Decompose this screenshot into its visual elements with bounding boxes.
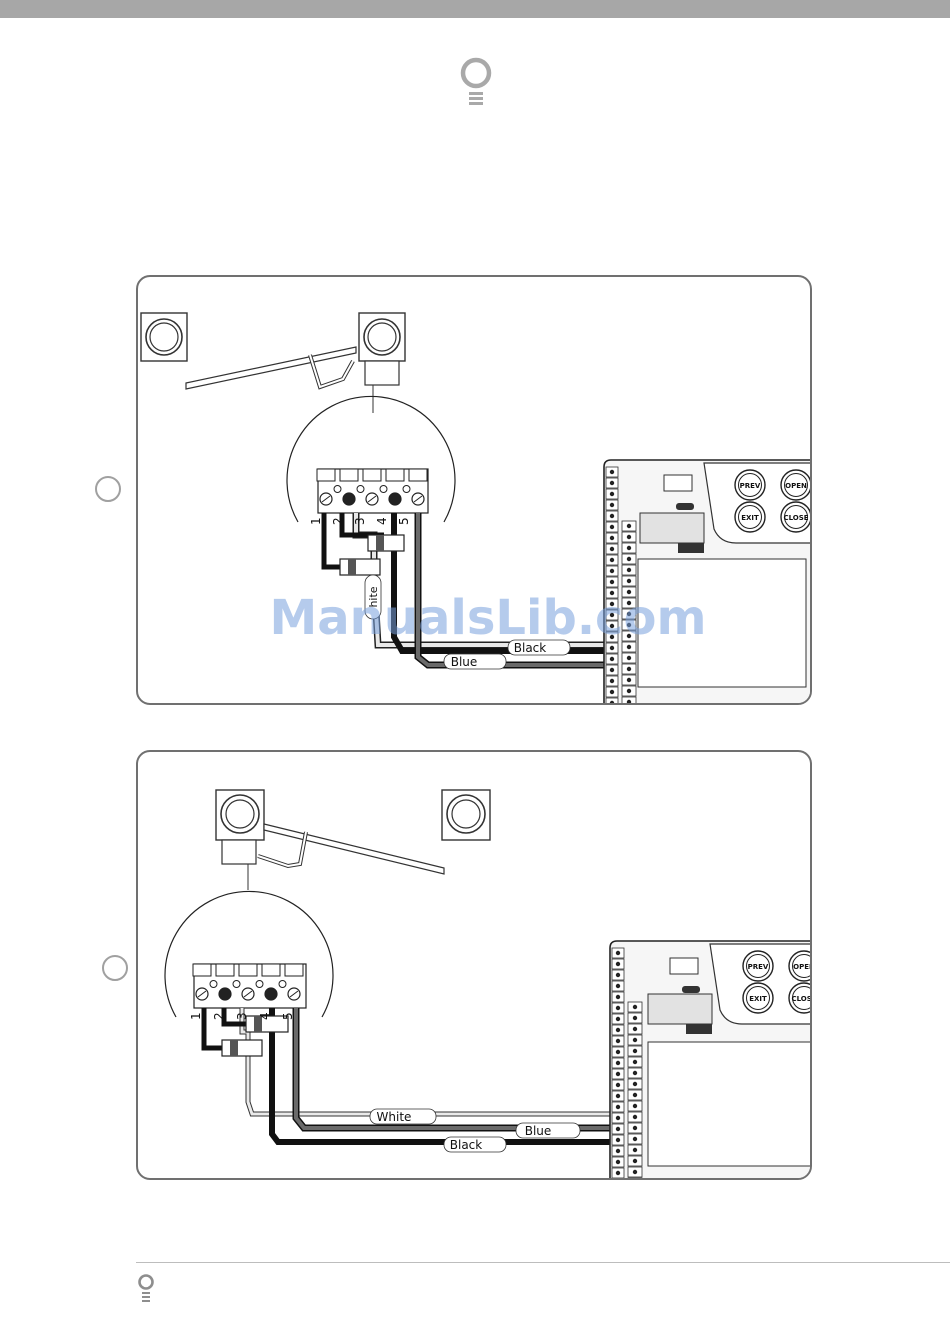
terminal-number: 1 xyxy=(309,517,323,525)
terminal-number: 3 xyxy=(235,1012,249,1020)
keypad-key-exit[interactable]: EXIT xyxy=(735,502,765,532)
keypad-key-open[interactable]: OPEN xyxy=(781,470,811,500)
terminal-number: 3 xyxy=(353,517,367,525)
svg-text:CLOSE: CLOSE xyxy=(783,514,808,522)
control-board-1: PREV OPEN EXIT CLOSE xyxy=(604,460,812,705)
keypad-key-open[interactable]: OPEN xyxy=(789,951,812,981)
wiring-diagram-2-drawing: 1 2 3 4 5 White Blue Black PREV OPEN EXIT CLOSE xyxy=(138,752,812,1180)
svg-text:Black: Black xyxy=(450,1138,483,1152)
svg-text:Blue: Blue xyxy=(525,1124,552,1138)
wire-label-black: Black xyxy=(508,640,570,655)
keypad-key-close[interactable]: CLOSE xyxy=(789,983,812,1013)
lightbulb-icon xyxy=(458,56,494,108)
svg-text:EXIT: EXIT xyxy=(749,995,767,1003)
svg-text:PREV: PREV xyxy=(748,963,769,971)
footer-line xyxy=(136,1262,950,1263)
svg-text:CLOSE: CLOSE xyxy=(791,995,812,1003)
wire-black xyxy=(272,1008,618,1142)
top-bar xyxy=(0,0,950,18)
terminal-number: 1 xyxy=(189,1012,203,1020)
svg-text:White: White xyxy=(377,1110,412,1124)
diagram-1-marker xyxy=(95,476,121,502)
wire-black xyxy=(394,513,616,651)
svg-text:Black: Black xyxy=(514,641,547,655)
svg-text:hite: hite xyxy=(367,586,380,607)
photocell-left-icon xyxy=(141,313,187,361)
svg-text:Blue: Blue xyxy=(451,655,478,669)
photocell-right-icon xyxy=(359,313,405,413)
terminal-number: 2 xyxy=(212,1012,226,1020)
wire-label-white: hite xyxy=(365,575,381,619)
svg-text:OPEN: OPEN xyxy=(785,482,807,490)
photocell-right-icon xyxy=(442,790,490,840)
footer-lightbulb-icon xyxy=(137,1273,155,1303)
diagram-2-marker xyxy=(102,955,128,981)
wire-blue xyxy=(296,1008,618,1128)
barrier-arm-icon xyxy=(258,824,444,874)
terminal-block-2 xyxy=(193,964,306,1008)
svg-text:PREV: PREV xyxy=(740,482,761,490)
terminal-number: 5 xyxy=(397,517,411,525)
terminal-number: 5 xyxy=(281,1012,295,1020)
wire-label-white: White xyxy=(370,1109,436,1124)
keypad-key-prev[interactable]: PREV xyxy=(743,951,773,981)
control-board-2: PREV OPEN EXIT CLOSE xyxy=(610,941,812,1180)
keypad-key-close[interactable]: CLOSE xyxy=(781,502,811,532)
photocell-left-icon xyxy=(216,790,264,890)
terminal-number: 4 xyxy=(375,517,389,525)
terminal-block-1 xyxy=(317,469,428,513)
svg-text:EXIT: EXIT xyxy=(741,514,759,522)
wire-label-blue: Blue xyxy=(444,654,506,669)
terminal-number: 4 xyxy=(258,1012,272,1020)
barrier-arm-icon xyxy=(186,347,356,389)
svg-text:OPEN: OPEN xyxy=(793,963,812,971)
keypad-key-prev[interactable]: PREV xyxy=(735,470,765,500)
terminal-number: 2 xyxy=(331,517,345,525)
keypad-key-exit[interactable]: EXIT xyxy=(743,983,773,1013)
wiring-diagram-2: 1 2 3 4 5 White Blue Black PREV OPEN EXIT CLOSE xyxy=(136,750,812,1180)
wire-label-black: Black xyxy=(444,1137,506,1152)
wire-label-blue: Blue xyxy=(516,1123,580,1138)
